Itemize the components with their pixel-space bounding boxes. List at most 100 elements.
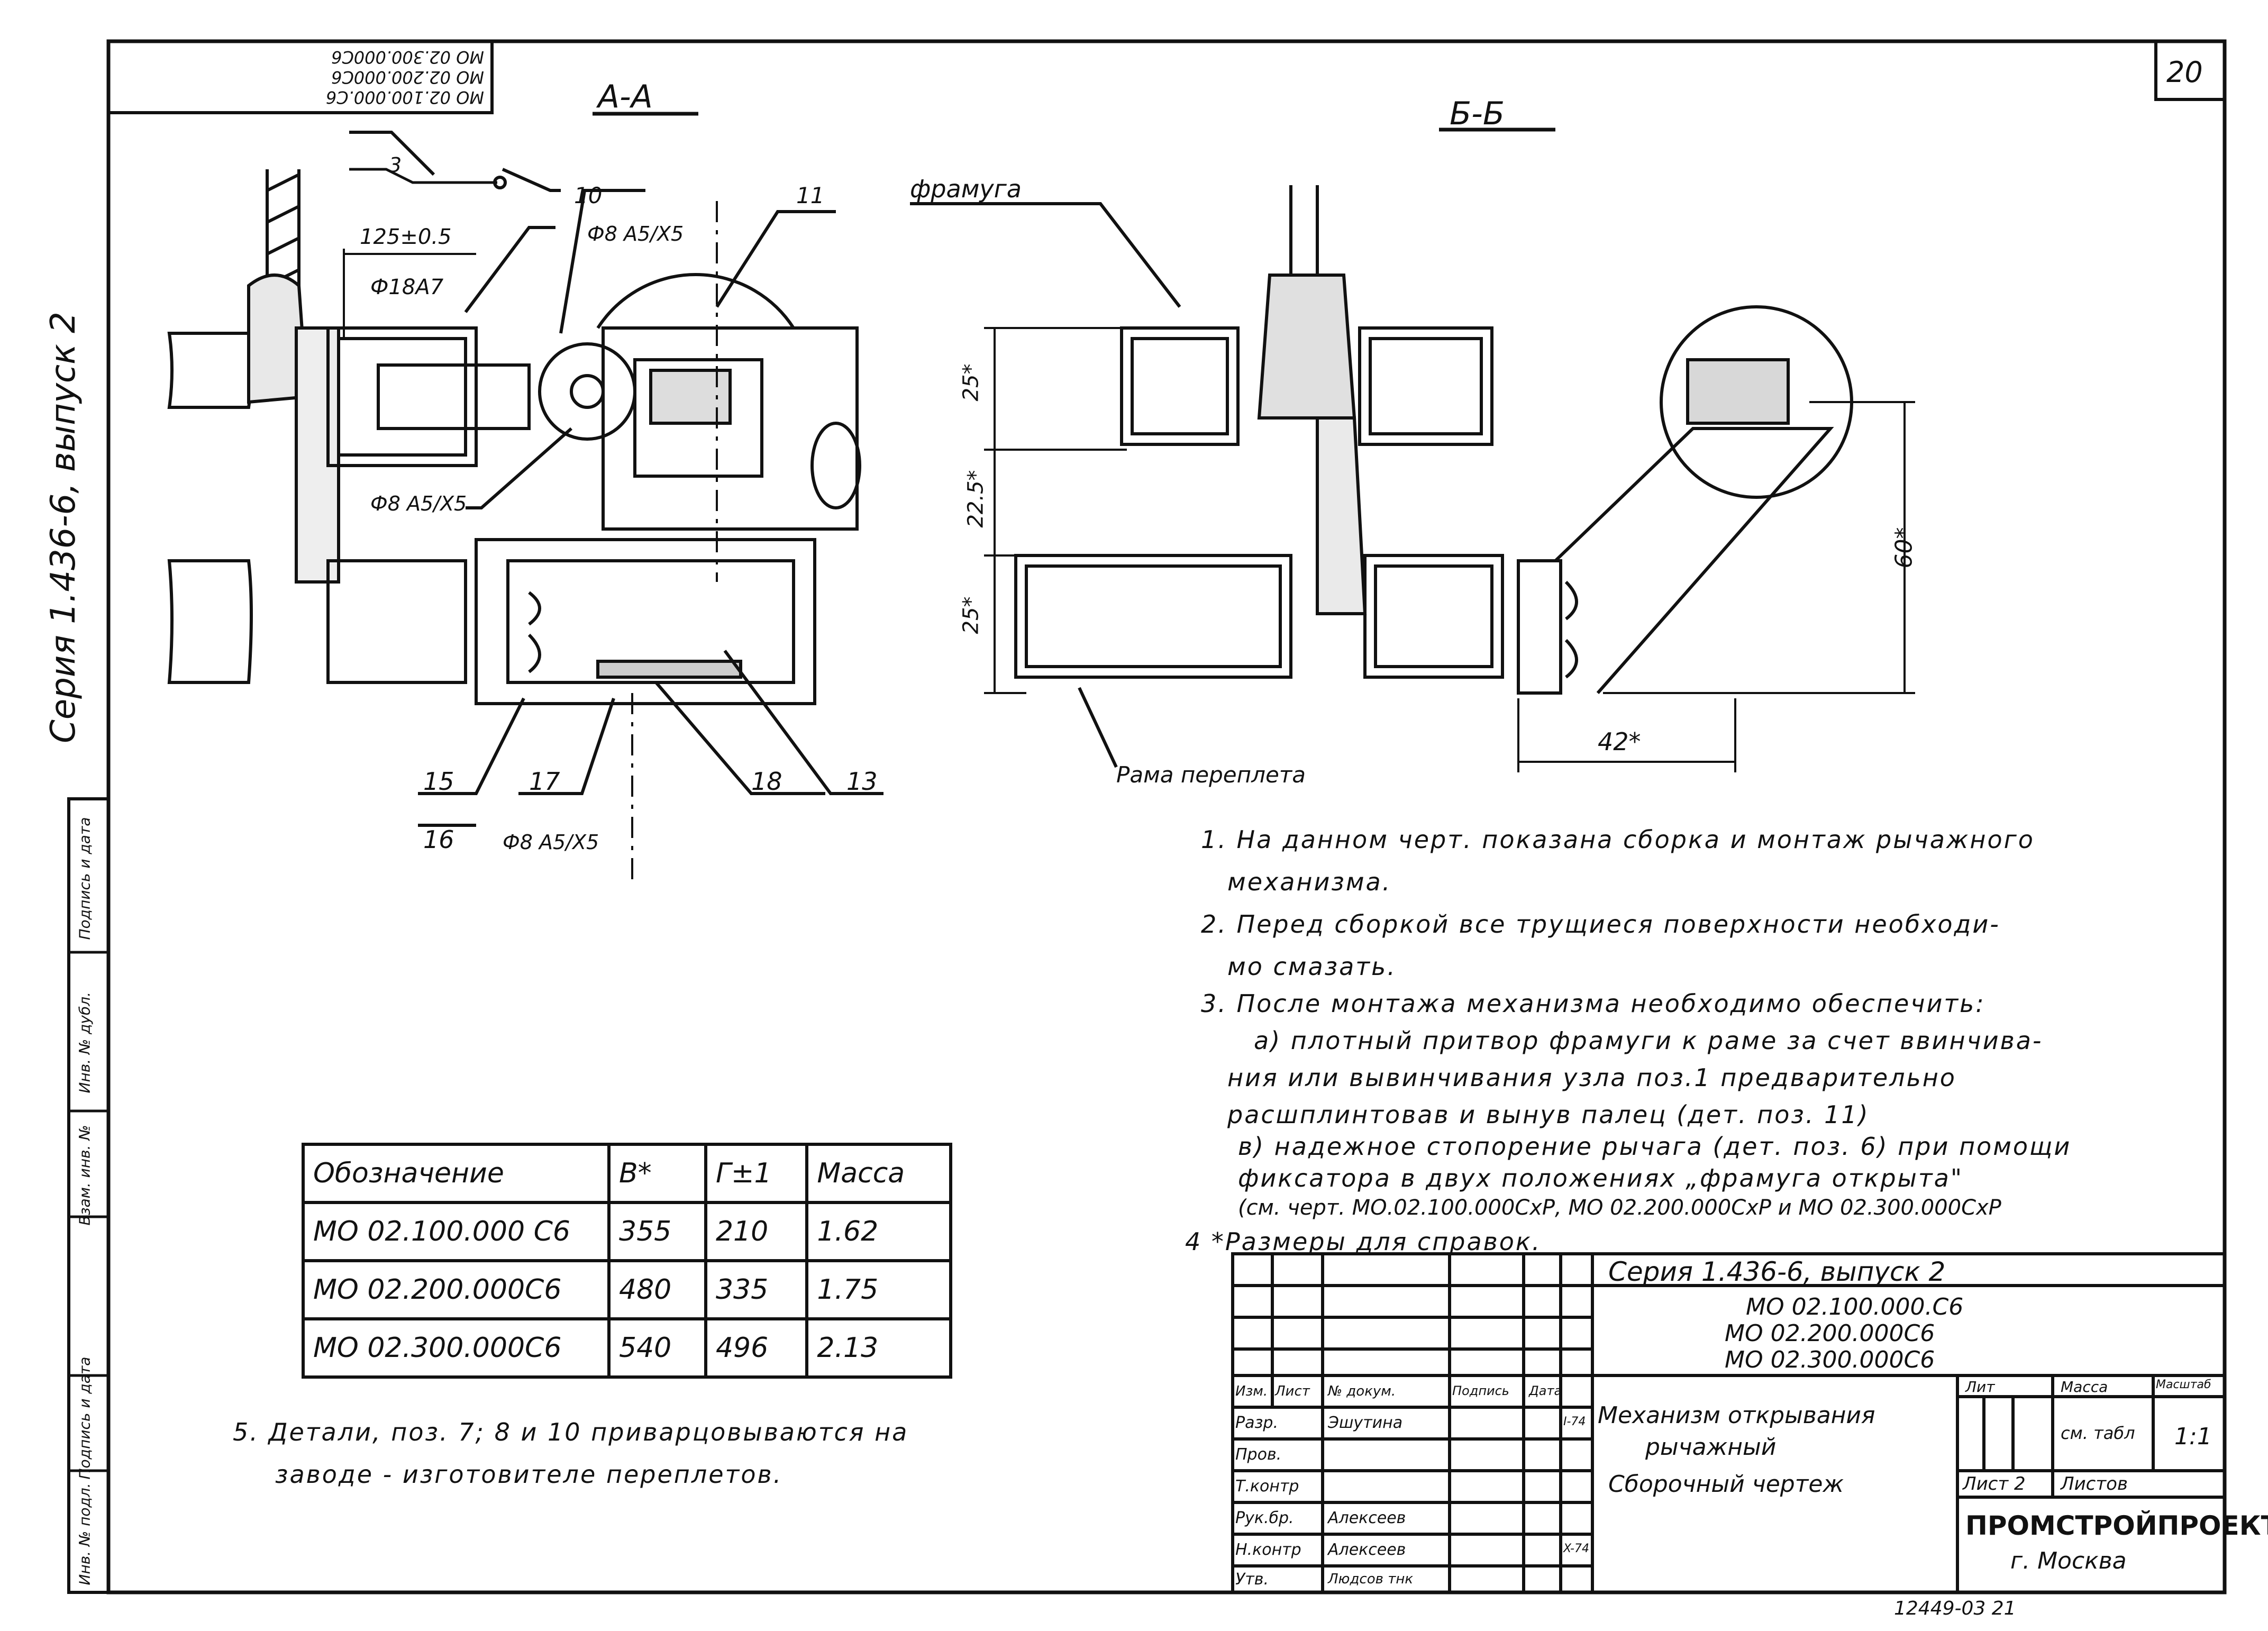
tb-lit-label: Лит [1965, 1378, 1995, 1396]
tb-mass-label: Масса [2061, 1378, 2108, 1396]
spec-cell: 1.62 [805, 1201, 952, 1262]
side-column-label: Инв. № дубл. [76, 991, 94, 1094]
label-rama: Рама переплета [1116, 762, 1306, 788]
dim-22-5: 22.5* [963, 470, 988, 528]
position-15: 15 [423, 767, 454, 796]
section-b-drawing [910, 127, 1915, 772]
dim-25-bottom: 25* [959, 596, 983, 634]
tb-mass-value: см. табл [2061, 1423, 2135, 1443]
tb-doc-title: Сборочный чертеж [1608, 1471, 1844, 1498]
tb-city: г. Москва [2010, 1547, 2127, 1574]
dim-42: 42* [1598, 727, 1641, 756]
tb-person-role: Пров. [1235, 1445, 1282, 1464]
tb-code: МО 02.300.000С6 [1725, 1346, 1935, 1373]
note-5-line: заводе - изготовителе переплетов. [275, 1460, 783, 1489]
page-number: 20 [2166, 56, 2203, 89]
tb-person-name: Эшутина [1328, 1414, 1403, 1432]
section-b-title: Б-Б [1450, 95, 1505, 132]
note-line: расшплинтовав и вынув палец (дет. поз. 1… [1227, 1100, 1870, 1129]
position-17: 17 [529, 767, 560, 796]
tb-person-date: X-74 [1563, 1542, 1589, 1555]
spec-cell: 540 [607, 1317, 707, 1379]
section-a-title: А-А [598, 78, 653, 115]
tb-person-role: Утв. [1235, 1570, 1269, 1589]
position-13: 13 [846, 767, 878, 796]
tb-role-header: Дата [1529, 1383, 1562, 1398]
title-block-grid [1231, 1252, 2226, 1594]
tb-person-role: Т.контр [1235, 1477, 1299, 1496]
tb-person-name: Алексеев [1328, 1509, 1406, 1527]
spec-cell: 496 [704, 1317, 809, 1379]
label-framuga: фрамуга [910, 175, 1022, 203]
side-column-label: Подпись и дата [76, 817, 94, 940]
dim-125: 125±0.5 [360, 225, 452, 249]
table-row: МО 02.200.000С6 480 335 1.75 [302, 1259, 952, 1320]
tb-role-header: Лист [1275, 1383, 1310, 1399]
dim-60: 60* [1890, 527, 1918, 569]
position-18: 18 [751, 767, 782, 796]
spec-cell: 480 [607, 1259, 707, 1320]
tb-scale-label: Масштаб [2156, 1378, 2211, 1391]
spec-header: В* [607, 1143, 707, 1204]
tb-code: МО 02.200.000С6 [1725, 1320, 1935, 1347]
stamp-box [107, 40, 494, 114]
tb-org: ПРОМСТРОЙПРОЕКТ [1965, 1510, 2268, 1541]
spec-cell: 355 [607, 1201, 707, 1262]
spec-header: Г±1 [704, 1143, 809, 1204]
stamp-line: МО 02.100.000.С6 [325, 87, 484, 107]
page-number-box [2154, 40, 2226, 101]
tb-person-role: Рук.бр. [1235, 1509, 1294, 1527]
fit-mid: Ф8 А5/Х5 [370, 492, 467, 515]
position-11: 11 [796, 183, 825, 208]
spec-header: Обозначение [302, 1143, 611, 1204]
weld-symbol: 3 [389, 153, 402, 177]
tb-sheet-label: Лист 2 [1963, 1473, 2026, 1495]
table-row: МО 02.100.000 С6 355 210 1.62 [302, 1201, 952, 1262]
note-5-line: 5. Детали, поз. 7; 8 и 10 приварцовывают… [233, 1418, 909, 1446]
tb-person-date: I-74 [1563, 1415, 1586, 1428]
spec-header-row: Обозначение В* Г±1 Масса [302, 1143, 952, 1204]
note-line: в) надежное стопорение рычага (дет. поз.… [1238, 1132, 2072, 1161]
side-series-title: Серия 1.436-6, выпуск 2 [44, 312, 83, 743]
tb-archive-number: 12449-03 21 [1894, 1598, 2016, 1619]
spec-cell: МО 02.300.000С6 [302, 1317, 611, 1379]
tb-person-name: Людсов тнк [1328, 1571, 1414, 1587]
dim-dia-18: Ф18А7 [370, 275, 444, 299]
mirrored-stamp: МО 02.100.000.С6 МО 02.200.000С6 МО 02.3… [119, 47, 484, 107]
stamp-line: МО 02.200.000С6 [331, 67, 484, 87]
side-column-label: Взам. инв. № [76, 1125, 94, 1226]
section-a-drawing [167, 112, 883, 883]
tb-person-role: Н.контр [1235, 1541, 1301, 1559]
note-line: мо смазать. [1227, 952, 1397, 981]
note-line: а) плотный притвор фрамуги к раме за сче… [1254, 1026, 2043, 1055]
dim-25-top: 25* [959, 363, 983, 402]
note-line: (см. черт. МО.02.100.000СхР, МО 02.200.0… [1238, 1196, 2001, 1220]
tb-role-header: Подпись [1452, 1383, 1509, 1398]
fit-bottom: Ф8 А5/Х5 [503, 831, 599, 854]
note-line: 3. После монтажа механизма необходимо об… [1201, 989, 1985, 1018]
note-line: 2. Перед сборкой все трущиеся поверхност… [1201, 910, 2000, 938]
tb-role-header: Изм. [1235, 1383, 1268, 1399]
note-line: ния или вывинчивания узла поз.1 предвари… [1227, 1063, 1956, 1092]
spec-cell: 335 [704, 1259, 809, 1320]
fit-top: Ф8 А5/Х5 [587, 222, 684, 245]
spec-cell: МО 02.200.000С6 [302, 1259, 611, 1320]
tb-sheets-label: Листов [2061, 1473, 2128, 1495]
tb-person-role: Разр. [1235, 1414, 1279, 1432]
position-16: 16 [423, 825, 454, 854]
spec-cell: 1.75 [805, 1259, 952, 1320]
note-line: механизма. [1227, 868, 1392, 896]
spec-cell: 210 [704, 1201, 809, 1262]
note-line: 4 *Размеры для справок. [1185, 1227, 1542, 1256]
tb-series: Серия 1.436-6, выпуск 2 [1608, 1256, 1946, 1287]
tb-scale-value: 1:1 [2174, 1423, 2212, 1450]
spec-header: Масса [805, 1143, 952, 1204]
spec-cell: 2.13 [805, 1317, 952, 1379]
note-line: фиксатора в двух положениях „фрамуга отк… [1238, 1164, 1963, 1192]
side-strip [67, 797, 110, 1594]
tb-doc-title: рычажный [1645, 1434, 1777, 1461]
spec-cell: МО 02.100.000 С6 [302, 1201, 611, 1262]
position-10: 10 [574, 183, 603, 208]
table-row: МО 02.300.000С6 540 496 2.13 [302, 1317, 952, 1379]
